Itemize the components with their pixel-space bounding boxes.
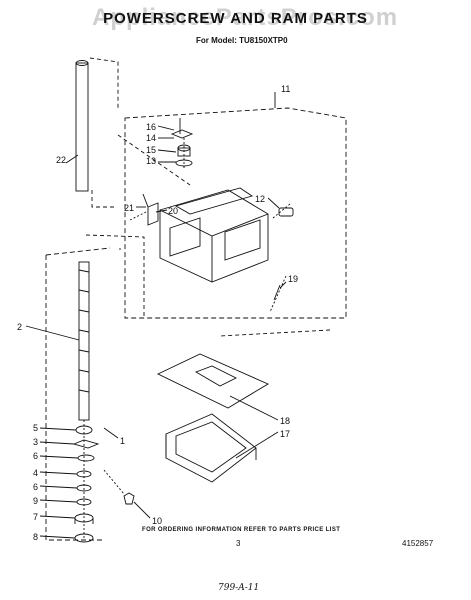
parts-13-16	[170, 118, 194, 168]
part-22-rod	[75, 60, 89, 192]
callout-6b: 6	[33, 482, 38, 492]
model-line: For Model: TU8150XTP0	[196, 36, 288, 45]
callout-14: 14	[146, 133, 156, 143]
callout-11: 11	[281, 84, 290, 94]
callout-9: 9	[33, 496, 38, 506]
callout-18: 18	[280, 416, 290, 426]
watermark: AppliancePartsPros.com	[92, 4, 399, 31]
callout-20: 20	[168, 206, 178, 216]
callout-7: 7	[33, 512, 38, 522]
assembly-11-outline	[124, 107, 347, 319]
callout-2: 2	[17, 322, 22, 332]
handwritten-note: 799-A-11	[218, 583, 260, 593]
part-18-plate	[156, 353, 269, 409]
callout-5: 5	[33, 423, 38, 433]
part-2-shaft	[78, 261, 90, 540]
callout-22: 22	[56, 155, 66, 165]
callout-4: 4	[33, 468, 38, 478]
callout-10: 10	[152, 516, 162, 526]
parts-20-21	[129, 193, 159, 226]
callout-6a: 6	[33, 451, 38, 461]
page-number: 3	[236, 539, 241, 548]
callout-1: 1	[120, 436, 125, 446]
part-12	[272, 203, 294, 219]
callout-8: 8	[33, 532, 38, 542]
callout-15: 15	[146, 145, 156, 155]
callout-3: 3	[33, 437, 38, 447]
ordering-note: FOR ORDERING INFORMATION REFER TO PARTS …	[142, 527, 341, 533]
callout-17: 17	[280, 429, 290, 439]
part-17-tray	[165, 413, 257, 483]
callout-13: 13	[146, 156, 156, 166]
callout-12: 12	[255, 194, 265, 204]
callout-19: 19	[288, 274, 298, 284]
page-title: POWERSCREW AND RAM PARTS	[103, 10, 368, 27]
callout-21: 21	[124, 203, 134, 213]
assembly-1-outline	[45, 255, 104, 541]
parts-3-9-stack	[72, 425, 100, 543]
callout-16: 16	[146, 122, 156, 132]
document-code: 4152857	[402, 539, 434, 548]
ram-housing	[159, 187, 269, 283]
